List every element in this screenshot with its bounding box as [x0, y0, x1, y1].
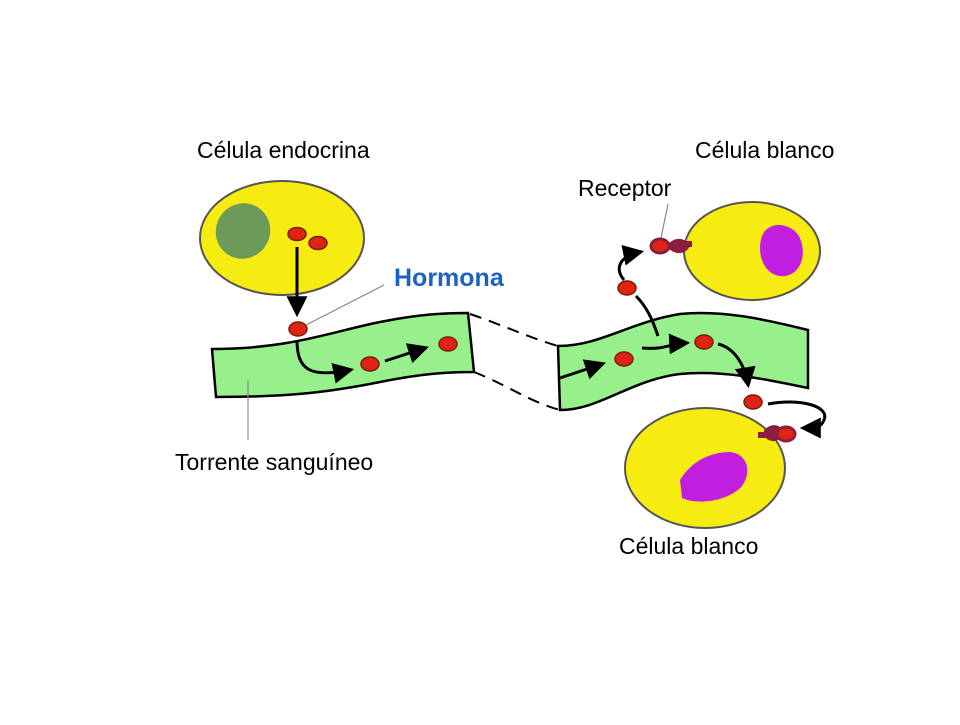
- receptor-pointer: [660, 203, 669, 239]
- hormone-granule: [308, 235, 328, 251]
- hormone-molecule: [360, 356, 380, 372]
- bound-hormone: [775, 425, 797, 443]
- hormone-molecule: [694, 334, 714, 350]
- receptor-bottom: [758, 425, 797, 443]
- hormone-molecule: [614, 351, 634, 367]
- target-cell-top-label: Célula blanco: [695, 137, 834, 163]
- hormone-molecule: [288, 321, 308, 337]
- arrow-to-receptor-bottom: [767, 400, 827, 439]
- hormone-label: Hormona: [394, 264, 505, 292]
- target-nucleus: [760, 224, 803, 277]
- hormone-pointer: [305, 284, 385, 326]
- hormone-molecule: [617, 280, 637, 296]
- arrow-exit-bottom: [717, 342, 756, 389]
- receptor-top: [649, 237, 692, 255]
- arrow-in-vessel-1: [384, 343, 429, 364]
- arrow-into-vessel: [295, 339, 355, 384]
- target-nucleus: [680, 452, 748, 502]
- bound-hormone: [649, 237, 671, 255]
- vessel-gap-dashes: [469, 313, 561, 411]
- arrow-up-to-vessel: [641, 333, 691, 355]
- vessel-left-body: [210, 311, 476, 399]
- hormone-molecule: [438, 336, 458, 352]
- bloodstream-label: Torrente sanguíneo: [175, 449, 373, 475]
- endocrine-cell: [199, 180, 365, 296]
- target-cell-bottom: [624, 407, 786, 529]
- hormone-granule: [287, 226, 307, 242]
- arrow-in-vessel-2: [559, 359, 606, 380]
- bloodstream-vessel-right: [556, 311, 810, 412]
- arrow-to-receptor-top: [617, 245, 645, 281]
- pointer-lines: [247, 203, 669, 440]
- hormone-molecule: [743, 394, 763, 410]
- hormone-flow-arrows: [286, 245, 827, 439]
- target-cell-top: [683, 201, 821, 301]
- endocrine-nucleus: [215, 203, 271, 259]
- hormone-molecules: [288, 280, 763, 410]
- vessel-right-body: [556, 311, 810, 412]
- arrow-exit-top: [634, 294, 660, 337]
- receptor-label: Receptor: [578, 175, 672, 201]
- bloodstream-vessel-left: [210, 311, 476, 399]
- target-cell-bottom-label: Célula blanco: [619, 533, 758, 559]
- endocrine-cell-label: Célula endocrina: [197, 137, 370, 163]
